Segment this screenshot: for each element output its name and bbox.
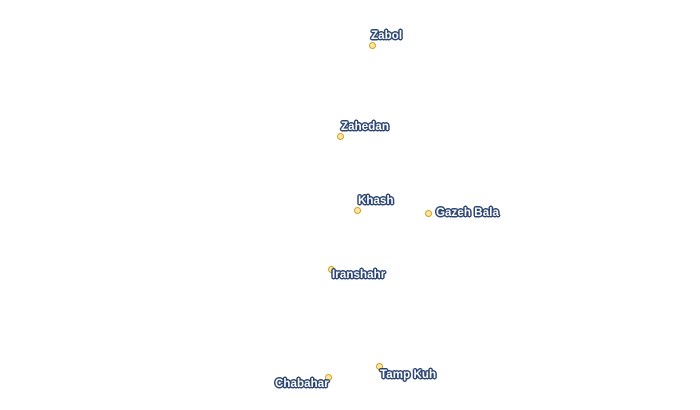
city-marker-icon[interactable] xyxy=(425,210,432,217)
place-label: Iranshahr xyxy=(332,269,386,281)
place-label: Zabol xyxy=(371,30,403,42)
place-label: Khash xyxy=(358,195,394,207)
place-label: Chabahar xyxy=(275,378,329,390)
place-label: Zahedan xyxy=(341,121,389,133)
city-marker-icon[interactable] xyxy=(337,133,344,140)
city-marker-icon[interactable] xyxy=(354,207,361,214)
city-marker-icon[interactable] xyxy=(376,363,383,370)
place-label: Tamp Kuh xyxy=(380,369,437,381)
city-marker-icon[interactable] xyxy=(328,266,335,273)
city-marker-icon[interactable] xyxy=(325,374,332,381)
place-label: Gazeh Bala xyxy=(436,207,499,219)
city-marker-icon[interactable] xyxy=(369,42,376,49)
